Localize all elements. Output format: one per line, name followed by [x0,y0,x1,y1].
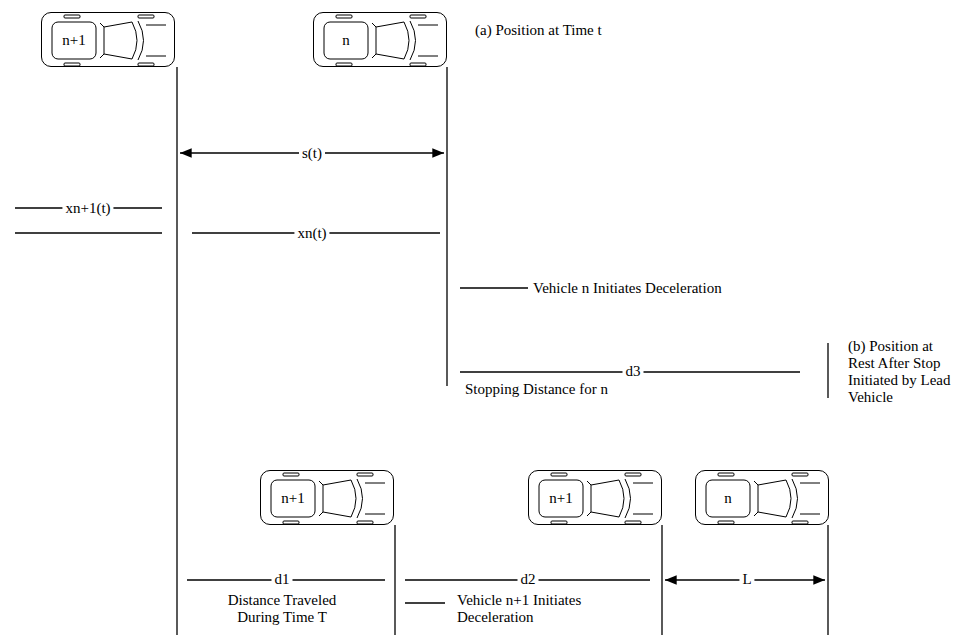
vehicle-box: n+1 [41,12,175,67]
panel-title: (a) Position at Time t [475,22,602,39]
note: Distance Traveled During Time T [212,592,352,626]
vehicle-label: n [342,33,350,48]
dimension-label: d3 [623,363,644,380]
vehicle-box: n+1 [260,470,394,525]
car-illustration [42,13,176,68]
car-illustration [696,471,830,526]
note: Stopping Distance for n [465,381,608,398]
reference-line [827,343,828,398]
dimension-line [15,232,162,233]
vehicle-box: n [695,470,829,525]
dimension-label: d1 [272,571,293,588]
dimension-label: d2 [518,571,539,588]
reference-line [661,525,662,635]
dimension-label: xn+1(t) [62,200,113,217]
car-illustration [529,471,663,526]
leader-line [460,287,528,288]
car-illustration [314,13,448,68]
reference-line [394,525,395,635]
vehicle-label: n+1 [549,491,572,506]
vehicle-box: n+1 [528,470,662,525]
reference-line [446,67,447,386]
vehicle-label: n+1 [281,491,304,506]
reference-line [176,67,177,635]
dimension-label: s(t) [299,145,325,162]
dimension-label: L [739,571,754,588]
dimension-label: xn(t) [294,225,329,242]
note: Vehicle n Initiates Deceleration [533,280,722,297]
leader-line [405,602,445,603]
note: Vehicle n+1 Initiates Deceleration [457,592,607,626]
panel-title: (b) Position at Rest After Stop Initiate… [848,338,963,406]
vehicle-box: n [313,12,447,67]
vehicle-label: n+1 [62,33,85,48]
vehicle-label: n [724,491,732,506]
reference-line [827,525,828,635]
car-illustration [261,471,395,526]
